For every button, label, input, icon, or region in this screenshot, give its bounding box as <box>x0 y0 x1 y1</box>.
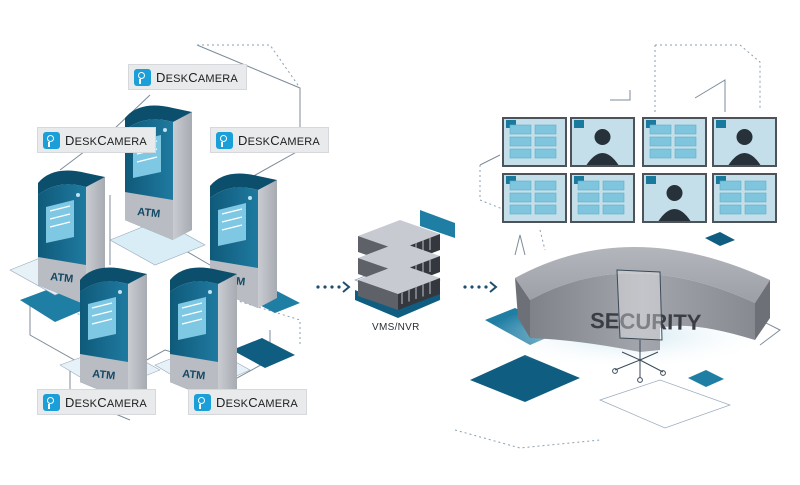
deskcamera-label-right: DESKCAMERA <box>210 127 329 153</box>
person-silhouette-icon <box>586 129 619 165</box>
deskcamera-label-text: DESKCAMERA <box>65 132 147 148</box>
video-wall-monitor-icon <box>502 117 567 167</box>
atm-label: ATM <box>50 271 74 285</box>
atm-label: ATM <box>92 368 116 382</box>
video-wall-monitor-icon <box>712 173 777 223</box>
deskcamera-label-text: DESKCAMERA <box>238 132 320 148</box>
camera-grid <box>509 124 557 159</box>
camera-grid <box>509 180 557 215</box>
video-wall-monitor-icon <box>642 173 707 223</box>
deskcamera-label-top: DESKCAMERA <box>128 64 247 90</box>
camera-grid <box>577 180 625 215</box>
deskcamera-label-left: DESKCAMERA <box>37 127 156 153</box>
video-wall-monitor-icon <box>570 173 635 223</box>
desk-camera-logo-icon <box>194 393 211 411</box>
atm-machine-icon: ATM <box>38 170 105 305</box>
atm-machine-icon: ATM <box>170 267 237 402</box>
server-unit <box>358 264 440 310</box>
desk-camera-logo-icon <box>43 131 60 149</box>
flow-arrow-left <box>316 281 351 293</box>
atm-machine-icon: ATM <box>125 105 192 240</box>
server-caption: VMS/NVR <box>372 322 420 333</box>
video-wall-monitor-icon <box>642 117 707 167</box>
desk-camera-logo-icon <box>216 131 233 149</box>
desk-camera-logo-icon <box>134 68 151 86</box>
server-rack-icon <box>354 210 455 318</box>
deskcamera-label-bottom-right: DESKCAMERA <box>188 389 307 415</box>
deskcamera-label-text: DESKCAMERA <box>156 69 238 85</box>
deskcamera-label-bottom-left: DESKCAMERA <box>37 389 156 415</box>
video-wall-monitor-icon <box>570 117 635 167</box>
flow-arrow-right <box>463 281 498 293</box>
desk-camera-logo-icon <box>43 393 60 411</box>
atm-machine-icon: ATM <box>80 267 147 402</box>
security-desk: SECURITY <box>515 246 770 352</box>
video-wall <box>502 117 777 223</box>
video-wall-monitor-icon <box>712 117 777 167</box>
camera-grid <box>649 124 697 159</box>
deskcamera-label-text: DESKCAMERA <box>216 394 298 410</box>
office-chair-icon <box>612 269 666 383</box>
atm-label: ATM <box>137 206 161 220</box>
atm-machines: ATMATMATMATMATM <box>38 105 277 402</box>
security-desk-label: SECURITY <box>590 308 702 335</box>
deskcamera-label-text: DESKCAMERA <box>65 394 147 410</box>
video-wall-monitor-icon <box>502 173 567 223</box>
person-silhouette-icon <box>658 185 691 221</box>
camera-grid <box>719 180 767 215</box>
person-silhouette-icon <box>728 129 761 165</box>
atm-label: ATM <box>182 368 206 382</box>
